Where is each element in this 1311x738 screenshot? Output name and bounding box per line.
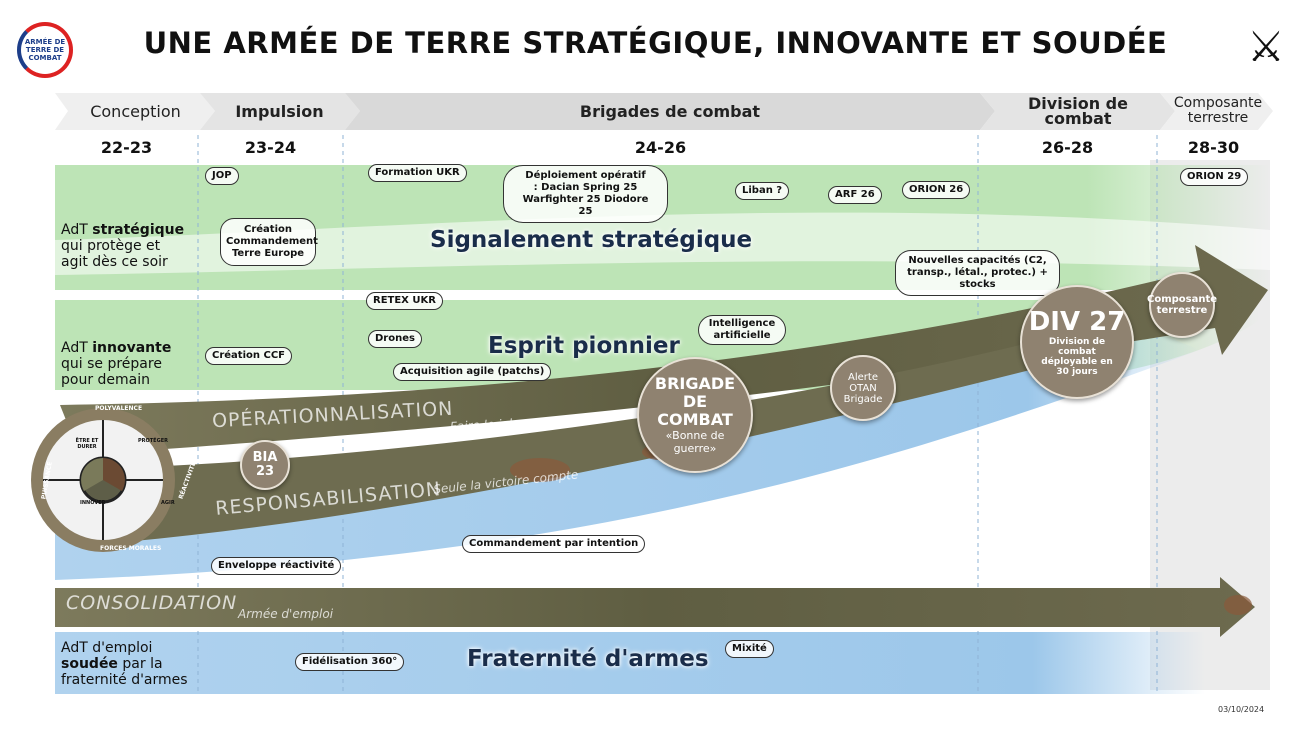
page-title: UNE ARMÉE DE TERRE STRATÉGIQUE, INNOVANT…	[143, 26, 1168, 60]
axis-esprit-pionnier: Esprit pionnier	[488, 333, 680, 359]
pill-nouvelles-capacites: Nouvelles capacités (C2, transp., létal.…	[895, 250, 1060, 296]
chevron-division	[980, 93, 1175, 130]
label-soudee: AdT d'emploi soudée par la fraternité d'…	[61, 640, 191, 688]
phase-impulsion: Impulsion	[235, 101, 324, 121]
bia-title: BIA	[252, 450, 278, 465]
year-conception: 22-23	[100, 138, 153, 157]
armee-de-terre-logo: ARMÉE DE TERRE DE COMBAT	[17, 22, 73, 78]
label-pre: AdT	[61, 340, 93, 356]
phase-brigades: Brigades de combat	[579, 101, 761, 121]
label-bold: stratégique	[92, 222, 185, 238]
label-innovante: AdT innovante qui se prépare pour demain	[61, 340, 191, 388]
doctrine-wheel	[31, 408, 175, 552]
label-rest: qui protège et agit dès ce soir	[61, 238, 168, 270]
phase-composante: Composante terrestre	[1173, 95, 1263, 126]
pill-ia: Intelligence artificielle	[698, 315, 786, 345]
wheel-q2: PROTÉGER	[138, 438, 168, 444]
pill-formation-ukr: Formation UKR	[368, 164, 467, 182]
phase-conception: Conception	[90, 101, 181, 121]
label-bold: innovante	[92, 340, 172, 356]
pill-jop: JOP	[205, 167, 239, 185]
label-pre: AdT	[61, 222, 93, 238]
pill-fidelisation: Fidélisation 360°	[295, 653, 405, 671]
pill-drones: Drones	[368, 330, 422, 348]
pill-enveloppe: Enveloppe réactivité	[211, 557, 342, 575]
pill-cte: Création Commandement Terre Europe	[220, 218, 318, 266]
pill-retex-ukr: RETEX UKR	[366, 292, 443, 310]
wheel-q1: ÊTRE ET DURER	[75, 438, 99, 450]
arrow-consolidation	[55, 577, 1255, 637]
label-strategique: AdT stratégique qui protège et agit dès …	[61, 222, 191, 270]
wheel-label-bottom: FORCES MORALES	[100, 545, 162, 552]
phase-division: Division de combat	[1028, 94, 1128, 128]
milestone-alerte-otan: Alerte OTAN Brigade	[830, 355, 896, 421]
arrow-sub-consolidation: Armée d'emploi	[238, 607, 334, 621]
arrow-responsabilisation	[70, 345, 1030, 545]
band-soudee	[55, 632, 1205, 694]
label-pre: AdT d'emploi	[61, 640, 153, 656]
wheel-q3: INNOVER	[80, 500, 106, 506]
pill-liban: Liban ?	[735, 182, 790, 200]
pill-deploiement: Déploiement opératif : Dacian Spring 25 …	[503, 165, 668, 223]
pill-cpi: Commandement par intention	[462, 535, 646, 553]
chevron-conception	[55, 93, 215, 130]
logo-text: ARMÉE DE TERRE DE COMBAT	[24, 38, 66, 62]
milestone-brigade-combat: BRIGADE DE COMBAT«Bonne de guerre»	[637, 357, 753, 473]
pill-ccf: Création CCF	[205, 347, 292, 365]
chevron-impulsion	[200, 93, 360, 130]
wheel-label-top: POLYVALENCE	[95, 405, 143, 412]
chevron-composante	[1160, 93, 1273, 130]
brigade-subtitle: «Bonne de guerre»	[665, 429, 725, 455]
wheel-q4: AGIR	[161, 500, 175, 506]
brigade-title: BRIGADE DE COMBAT	[654, 374, 736, 429]
axis-fraternite-armes: Fraternité d'armes	[467, 646, 709, 672]
pill-orion29: ORION 29	[1180, 168, 1249, 186]
pill-mixite: Mixité	[725, 640, 774, 658]
pill-arf26: ARF 26	[828, 186, 882, 204]
label-rest: qui se prépare pour demain	[61, 356, 162, 388]
pill-orion26: ORION 26	[902, 181, 971, 199]
army-emblem-icon: ⚔	[1247, 22, 1285, 71]
bia-number: 23	[255, 464, 275, 479]
pill-acquisition: Acquisition agile (patchs)	[393, 363, 552, 381]
label-bold: soudée	[61, 656, 118, 672]
chevron-brigades	[345, 93, 995, 130]
milestone-composante: Composante terrestre	[1147, 272, 1217, 338]
year-brigades: 24-26	[634, 138, 687, 157]
arrow-label-consolidation: CONSOLIDATION	[66, 592, 238, 614]
date: 03/10/2024	[1218, 705, 1265, 714]
year-composante: 28-30	[1187, 138, 1240, 157]
axis-signalement-strategique: Signalement stratégique	[430, 227, 753, 253]
arrow-operationnalisation	[60, 245, 1268, 455]
year-impulsion: 23-24	[244, 138, 297, 157]
year-division: 26-28	[1041, 138, 1094, 157]
div-title: DIV 27	[1028, 307, 1126, 337]
div-subtitle: Division de combat déployable en 30 jour…	[1041, 337, 1113, 377]
label-rest: par la fraternité d'armes	[61, 656, 188, 688]
